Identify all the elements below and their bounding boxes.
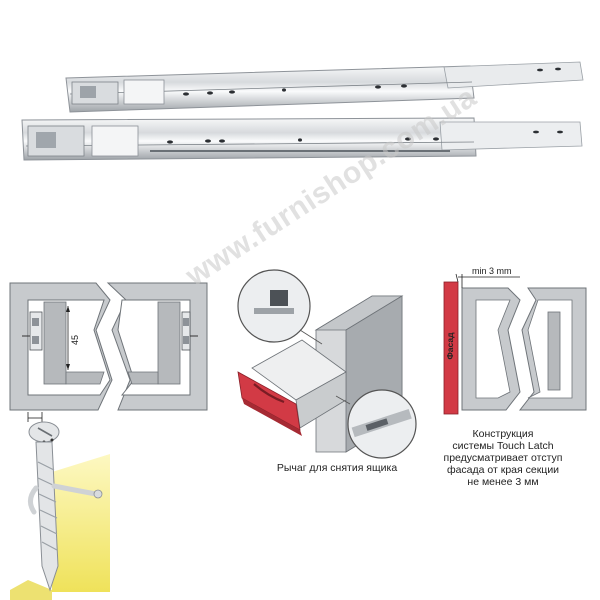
facade-panel: [443, 281, 459, 415]
drawer-slides-image: [21, 61, 584, 161]
drawer-removal-illustration: [237, 269, 417, 459]
touch-latch-section-drawing: Фасад min 3 mm: [443, 266, 587, 415]
slide-rail-front: [21, 117, 583, 161]
screw-mascot-logo: [10, 421, 110, 600]
note-line: фасада от края секции: [446, 464, 560, 476]
slide-rail-back: [65, 61, 584, 113]
note-line: Конструкция: [472, 428, 534, 440]
cabinet-section-drawing: 45 13: [9, 282, 208, 434]
note-line: не менее 3 мм: [467, 476, 539, 488]
dimension-45-label: 45: [70, 335, 80, 345]
touch-latch-note: Конструкция системы Touch Latch предусма…: [418, 428, 588, 488]
lever-caption: Рычаг для снятия ящика: [276, 462, 398, 474]
note-line: предусматривает отступ: [443, 452, 563, 464]
note-line: системы Touch Latch: [452, 440, 554, 452]
min-gap-label: min 3 mm: [472, 266, 512, 276]
facade-label: Фасад: [445, 332, 455, 360]
